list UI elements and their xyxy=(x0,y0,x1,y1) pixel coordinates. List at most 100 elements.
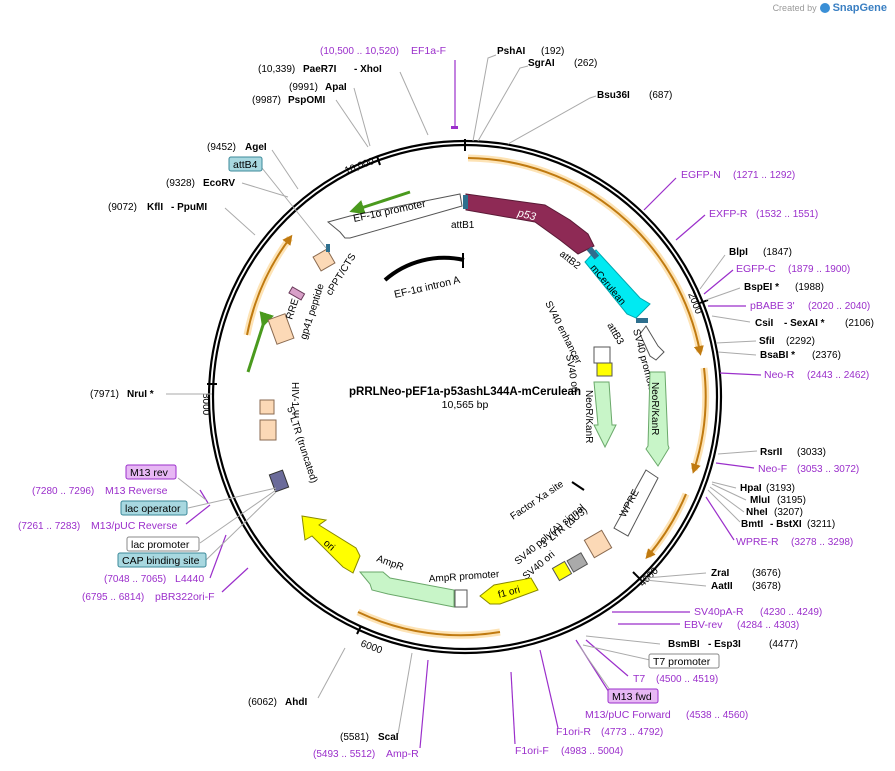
primer-name[interactable]: M13/pUC Reverse xyxy=(91,520,178,532)
primer-name[interactable]: EGFP-N xyxy=(681,169,721,181)
primer-name[interactable]: pBABE 3' xyxy=(750,300,795,312)
primer-name[interactable]: SV40pA-R xyxy=(694,606,744,618)
primer-line-wprer xyxy=(705,496,735,541)
tick-4000 xyxy=(632,571,642,581)
enzyme-name-secondary[interactable]: - XhoI xyxy=(354,64,382,75)
cap-binding-site-box[interactable] xyxy=(117,552,207,568)
enzyme-name[interactable]: EcoRV xyxy=(203,178,235,189)
enzyme-name[interactable]: HpaI xyxy=(740,483,762,494)
enzyme-position: (3678) xyxy=(752,581,781,592)
primer-name[interactable]: WPRE-R xyxy=(736,536,779,548)
rre-box xyxy=(267,313,295,345)
enzyme-position: (3207) xyxy=(774,507,803,518)
primer-line-m13rev xyxy=(199,489,209,504)
lac-promoter-box[interactable] xyxy=(126,536,200,552)
enzyme-name[interactable]: SfiI xyxy=(759,336,775,347)
enzyme-name[interactable]: AhdI xyxy=(285,697,307,708)
primer-range: (2020 .. 2040) xyxy=(808,301,870,312)
attb2-marker xyxy=(586,246,600,260)
primer-name[interactable]: EXFP-R xyxy=(709,208,748,220)
enzyme-name[interactable]: Bsu36I xyxy=(597,90,630,101)
rsrii-line xyxy=(717,450,758,455)
attb4-label: attB4 xyxy=(233,159,258,171)
enzyme-name[interactable]: PaeR7I xyxy=(303,64,337,75)
enzyme-position: (4477) xyxy=(769,639,798,650)
enzyme-position: (1847) xyxy=(763,247,792,258)
tick-2000 xyxy=(699,299,709,304)
attb4-line xyxy=(261,167,327,249)
primer-sites: (10,500 .. 10,520) EF1a-F EGFP-N (1271 .… xyxy=(18,45,870,760)
primer-name[interactable]: Neo-F xyxy=(758,463,787,475)
primer-name[interactable]: EF1a-F xyxy=(411,45,446,57)
enzyme-name[interactable]: BsmBI xyxy=(668,639,700,650)
primer-name[interactable]: L4440 xyxy=(175,573,204,585)
sfii-line xyxy=(715,340,757,344)
lac-promoter-label: lac promoter xyxy=(131,539,190,551)
enzyme-name[interactable]: BmtI xyxy=(741,519,763,530)
orf-arc-5 xyxy=(246,234,293,336)
primer-name[interactable]: F1ori-F xyxy=(515,745,549,757)
primer-name[interactable]: T7 xyxy=(633,673,645,685)
enzyme-position: (1988) xyxy=(795,282,824,293)
primer-line-ampr xyxy=(419,659,429,749)
enzyme-name[interactable]: BspEI * xyxy=(744,282,779,293)
attb4-box[interactable] xyxy=(228,156,263,172)
orf-arc-3 xyxy=(645,493,687,560)
csii-line xyxy=(711,315,751,323)
enzyme-name-secondary[interactable]: - Esp3I xyxy=(708,639,741,650)
orf-green-2 xyxy=(246,311,274,373)
enzyme-name[interactable]: RsrII xyxy=(760,447,782,458)
enzyme-name[interactable]: SgrAI xyxy=(528,58,555,69)
primer-range: (4983 .. 5004) xyxy=(561,746,623,757)
sv40-enhancer-box xyxy=(593,346,611,364)
attb4-marker xyxy=(326,244,330,252)
enzyme-name-secondary[interactable]: - PpuMI xyxy=(171,202,207,213)
wpre-box xyxy=(613,469,659,537)
primer-range: (7280 .. 7296) xyxy=(32,486,94,497)
p53-arrow xyxy=(465,193,595,255)
ef1a-promoter-arrow xyxy=(326,193,463,239)
lac-operator-label: lac operator xyxy=(125,503,181,515)
primer-name[interactable]: Amp-R xyxy=(386,748,419,760)
enzyme-name-secondary[interactable]: - SexAI * xyxy=(784,318,825,329)
attb3-marker xyxy=(636,318,648,323)
ahdi-line xyxy=(317,647,346,699)
primer-name[interactable]: M13/pUC Forward xyxy=(585,709,671,721)
enzyme-name[interactable]: KflI xyxy=(147,202,163,213)
enzyme-name[interactable]: ScaI xyxy=(378,732,399,743)
attb1-marker xyxy=(463,195,468,209)
enzyme-name[interactable]: PshAI xyxy=(497,46,526,57)
enzyme-name[interactable]: BsaBI * xyxy=(760,350,795,361)
primer-name[interactable]: EBV-rev xyxy=(684,619,723,631)
enzyme-name[interactable]: AgeI xyxy=(245,142,267,153)
lac-operator-box[interactable] xyxy=(120,500,188,516)
enzyme-name[interactable]: MluI xyxy=(750,495,770,506)
t7-promoter-box[interactable] xyxy=(648,653,720,669)
enzyme-position: (5581) xyxy=(340,732,369,743)
blpi-line xyxy=(699,254,726,290)
enzyme-name[interactable]: ZraI xyxy=(711,568,730,579)
primer-name[interactable]: pBR322ori-F xyxy=(155,591,215,603)
enzyme-name-secondary[interactable]: - BstXI xyxy=(770,519,802,530)
primer-range: (3053 .. 3072) xyxy=(797,464,859,475)
ori-arrow xyxy=(301,515,361,574)
enzyme-position: (3211) xyxy=(807,519,835,530)
primer-name[interactable]: EGFP-C xyxy=(736,263,776,275)
m13rev-line xyxy=(177,477,207,501)
enzyme-name[interactable]: AatII xyxy=(711,581,733,592)
enzyme-name[interactable]: PspOMI xyxy=(288,95,325,106)
primer-name[interactable]: M13 Reverse xyxy=(105,485,168,497)
primer-name[interactable]: Neo-R xyxy=(764,369,795,381)
enzyme-name[interactable]: CsiI xyxy=(755,318,774,329)
enzyme-name[interactable]: BlpI xyxy=(729,247,748,258)
enzyme-name[interactable]: NruI * xyxy=(127,389,154,400)
factor-xa-marker xyxy=(571,481,585,491)
created-by-text: Created by xyxy=(772,3,817,13)
enzyme-position: (687) xyxy=(649,90,672,101)
m13-fwd-box[interactable] xyxy=(607,688,659,704)
enzyme-name[interactable]: ApaI xyxy=(325,82,347,93)
m13-rev-box[interactable] xyxy=(125,464,177,480)
enzyme-name[interactable]: NheI xyxy=(746,507,768,518)
primer-name[interactable]: F1ori-R xyxy=(556,726,591,738)
ruler-label-8000: 8000 xyxy=(200,393,211,416)
